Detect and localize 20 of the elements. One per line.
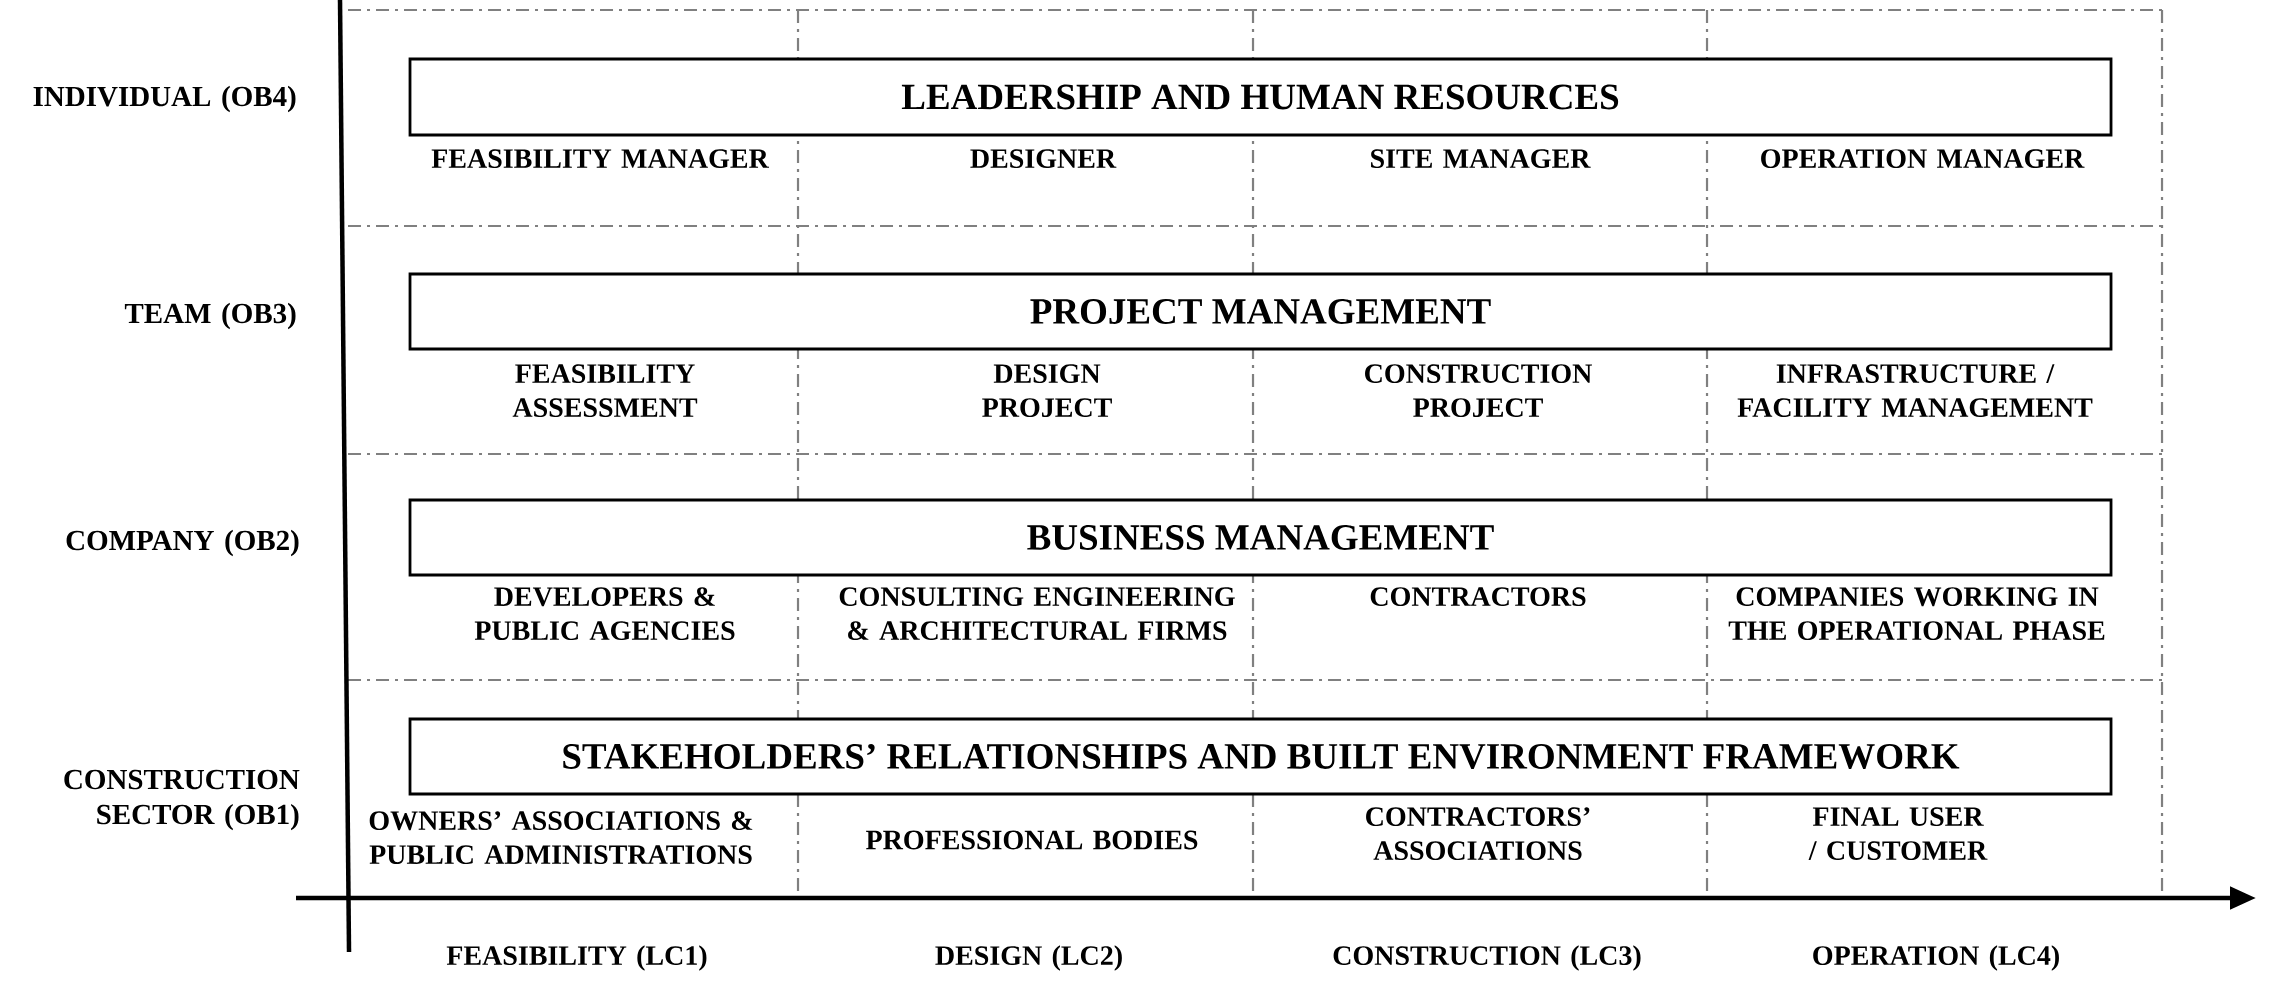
- role-label: DESIGN PROJECT: [982, 364, 1112, 417]
- role-label: CONSTRUCTION PROJECT: [1365, 364, 1592, 417]
- row-label: INDIVIDUAL (OB4): [33, 85, 296, 113]
- role-label: CONSULTING ENGINEERING & ARCHITECTURAL FIRMS: [839, 587, 1235, 640]
- row-label: CONSTRUCTION SECTOR (OB1): [64, 769, 300, 831]
- level-box: LEADERSHIP AND HUMAN RESOURCES: [408, 57, 2113, 137]
- role-label: FEASIBILITY ASSESSMENT: [512, 364, 698, 417]
- role-label: INFRASTRUCTURE / FACILITY MANAGEMENT: [1737, 364, 2093, 417]
- level-box: BUSINESS MANAGEMENT: [408, 498, 2113, 577]
- level-box: STAKEHOLDERS’ RELATIONSHIPS AND BUILT ENVIRONMENT FRAMEWORK: [408, 717, 2113, 796]
- phase-label: OPERATION (LC4): [1813, 945, 2059, 971]
- role-label: PROFESSIONAL BODIES: [866, 830, 1198, 850]
- row-label: COMPANY (OB2): [66, 529, 299, 557]
- phase-label: CONSTRUCTION (LC3): [1333, 945, 1641, 971]
- row-label: TEAM (OB3): [124, 302, 296, 330]
- role-label: DEVELOPERS & PUBLIC AGENCIES: [474, 587, 735, 641]
- phase-label: FEASIBILITY (LC1): [446, 945, 707, 971]
- role-label: COMPANIES WORKING IN THE OPERATIONAL PHASE: [1728, 587, 2105, 640]
- phase-label: DESIGN (LC2): [935, 945, 1122, 971]
- level-box: PROJECT MANAGEMENT: [408, 272, 2113, 351]
